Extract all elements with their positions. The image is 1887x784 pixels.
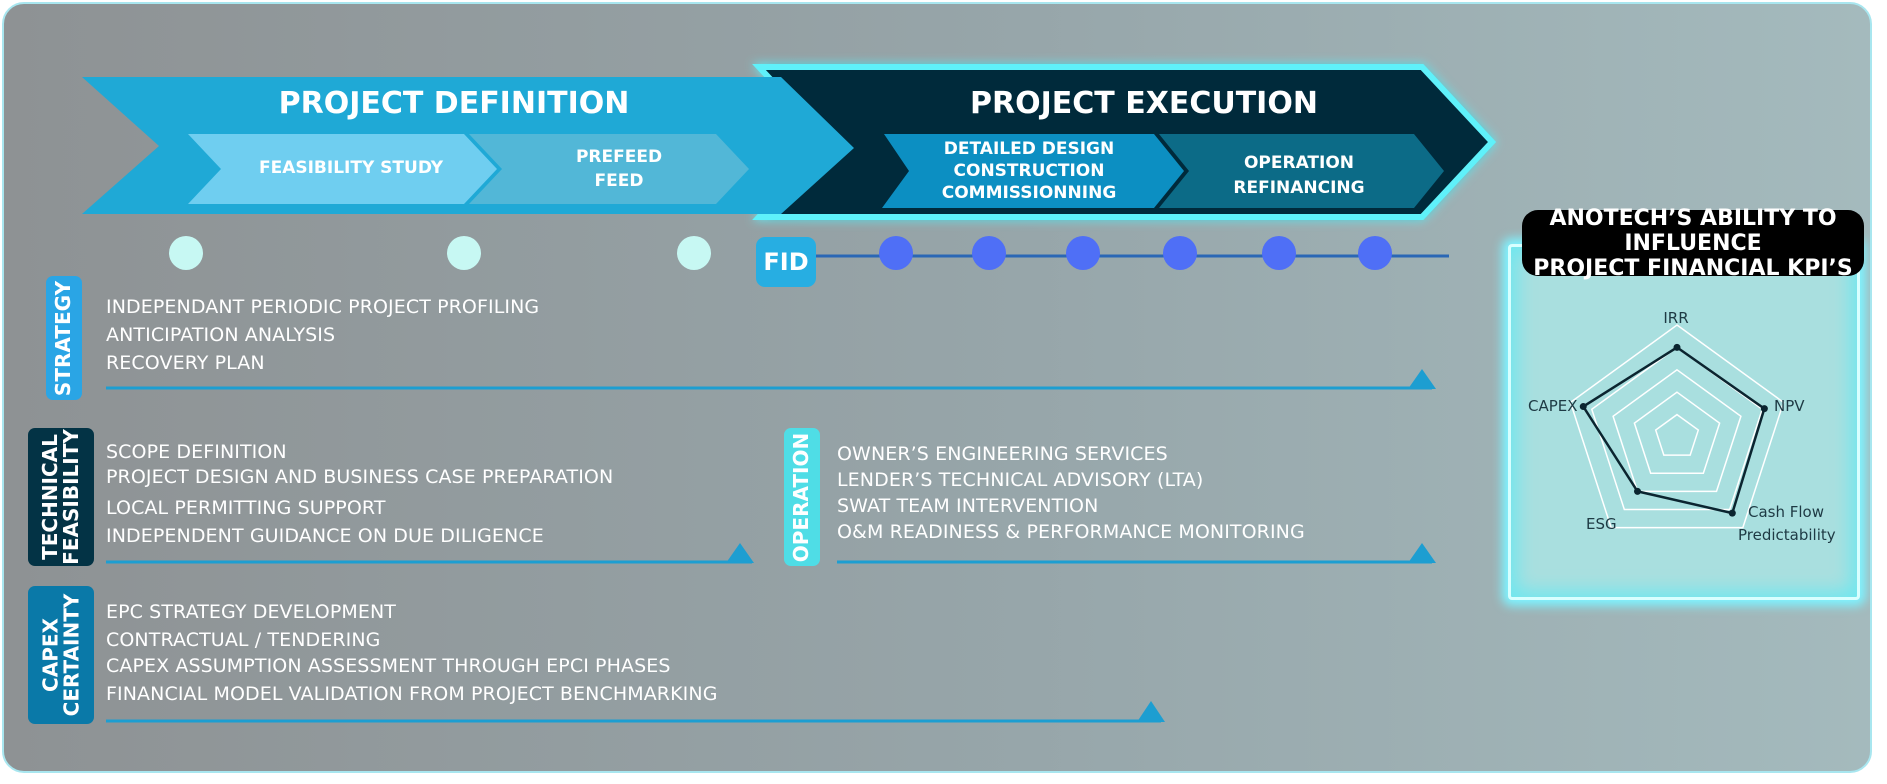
technical-underline <box>106 543 754 564</box>
detailed-design-line: DETAILED DESIGN <box>943 139 1115 159</box>
process-diagram <box>82 64 1497 723</box>
technical-feasibility-label: TECHNICAL FEASIBILITY <box>28 428 94 566</box>
list-item: OWNER’S ENGINEERING SERVICES <box>837 443 1168 465</box>
kpi-title-line2: PROJECT FINANCIAL KPI’S <box>1533 255 1853 281</box>
radar-label-npv: NPV <box>1774 397 1805 415</box>
timeline-dot <box>169 236 203 270</box>
list-item: RECOVERY PLAN <box>106 352 265 374</box>
detailed-design-chevron <box>882 134 1184 208</box>
prefeed-chevron <box>469 134 749 204</box>
strategy-underline <box>106 369 1436 390</box>
radar-label-capex: CAPEX <box>1528 397 1578 415</box>
radar-grid-ring <box>1612 368 1742 493</box>
capex-items: EPC STRATEGY DEVELOPMENT CONTRACTUAL / T… <box>106 601 806 711</box>
operation-refinancing-chevron <box>1159 134 1444 208</box>
timeline-dot <box>1066 236 1100 270</box>
timeline-dot <box>447 236 481 270</box>
radar-point <box>1634 487 1642 495</box>
radar-label-predictability: Predictability <box>1738 526 1836 544</box>
feasibility-line: FEASIBILITY <box>59 429 83 565</box>
timeline-dot <box>972 236 1006 270</box>
timeline-dot <box>677 236 711 270</box>
feed-line: FEED <box>594 171 644 191</box>
radar-label-irr: IRR <box>1663 309 1689 327</box>
list-item: LOCAL PERMITTING SUPPORT <box>106 497 386 519</box>
certainty-line: CERTAINTY <box>59 593 83 717</box>
list-item: INDEPENDANT PERIODIC PROJECT PROFILING <box>106 296 540 318</box>
list-item: EPC STRATEGY DEVELOPMENT <box>106 601 396 623</box>
list-item: SCOPE DEFINITION <box>106 441 287 463</box>
timeline-dot <box>1358 236 1392 270</box>
list-item: PROJECT DESIGN AND BUSINESS CASE PREPARA… <box>106 466 614 488</box>
radar-point <box>1728 509 1736 517</box>
strategy-items: INDEPENDANT PERIODIC PROJECT PROFILING A… <box>106 296 706 386</box>
definition-title: PROJECT DEFINITION <box>278 86 630 121</box>
list-item: CONTRACTUAL / TENDERING <box>106 629 381 651</box>
construction-line: CONSTRUCTION <box>953 161 1105 181</box>
capex-underline <box>106 701 1165 723</box>
commissionning-line: COMMISSIONNING <box>941 183 1117 203</box>
list-item: INDEPENDENT GUIDANCE ON DUE DILIGENCE <box>106 525 544 547</box>
operation-refinancing-label: OPERATION REFINANCING <box>1194 151 1404 201</box>
list-item: O&M READINESS & PERFORMANCE MONITORING <box>837 521 1305 543</box>
timeline-dot <box>879 236 913 270</box>
timeline-dot <box>1163 236 1197 270</box>
timeline-dots <box>169 236 1392 270</box>
operation-underline <box>837 543 1436 564</box>
strategy-label: STRATEGY <box>46 276 82 400</box>
operation-items: OWNER’S ENGINEERING SERVICES LENDER’S TE… <box>837 443 1437 553</box>
radar-point <box>1760 405 1768 413</box>
fid-label: FID <box>763 248 809 276</box>
kpi-title-line1: ANOTECH’S ABILITY TO INFLUENCE <box>1549 205 1837 256</box>
background-panel: PROJECT DEFINITION FEASIBILITY STUDY PRE… <box>2 2 1872 773</box>
capex-certainty-label: CAPEX CERTAINTY <box>28 586 94 724</box>
radar-grid-ring <box>1569 324 1785 529</box>
kpi-title: ANOTECH’S ABILITY TO INFLUENCE PROJECT F… <box>1522 206 1864 281</box>
radar-grid-ring <box>1654 413 1700 456</box>
radar-point <box>1673 343 1681 351</box>
list-item: LENDER’S TECHNICAL ADVISORY (LTA) <box>837 469 1204 491</box>
radar-series-line <box>1581 345 1766 515</box>
technical-items: SCOPE DEFINITION PROJECT DESIGN AND BUSI… <box>106 441 706 551</box>
list-item: ANTICIPATION ANALYSIS <box>106 324 336 346</box>
timeline-dot <box>1262 236 1296 270</box>
prefeed-label: PREFEED FEED <box>534 145 704 193</box>
radar-grid-ring <box>1633 391 1721 474</box>
operation-line: OPERATION <box>1243 153 1355 173</box>
feasibility-study-label: FEASIBILITY STUDY <box>258 158 444 178</box>
radar-label-cashflow: Cash Flow <box>1748 503 1824 521</box>
execution-title: PROJECT EXECUTION <box>970 86 1318 121</box>
capex-line: CAPEX <box>38 618 62 692</box>
feasibility-chevron <box>188 134 497 204</box>
radar-grid-ring <box>1590 346 1764 511</box>
radar-label-esg: ESG <box>1586 515 1617 533</box>
list-item: FINANCIAL MODEL VALIDATION FROM PROJECT … <box>106 683 718 705</box>
prefeed-line: PREFEED <box>575 147 663 167</box>
detailed-design-label: DETAILED DESIGN CONSTRUCTION COMMISSIONN… <box>904 138 1154 204</box>
list-item: CAPEX ASSUMPTION ASSESSMENT THROUGH EPCI… <box>106 655 671 677</box>
list-item: SWAT TEAM INTERVENTION <box>837 495 1099 517</box>
fid-badge <box>756 237 816 287</box>
operation-label: OPERATION <box>784 428 820 566</box>
radar-point <box>1579 403 1587 411</box>
kpi-radar-chart <box>1569 324 1785 529</box>
refinancing-line: REFINANCING <box>1233 178 1365 198</box>
kpi-panel <box>1508 244 1860 600</box>
